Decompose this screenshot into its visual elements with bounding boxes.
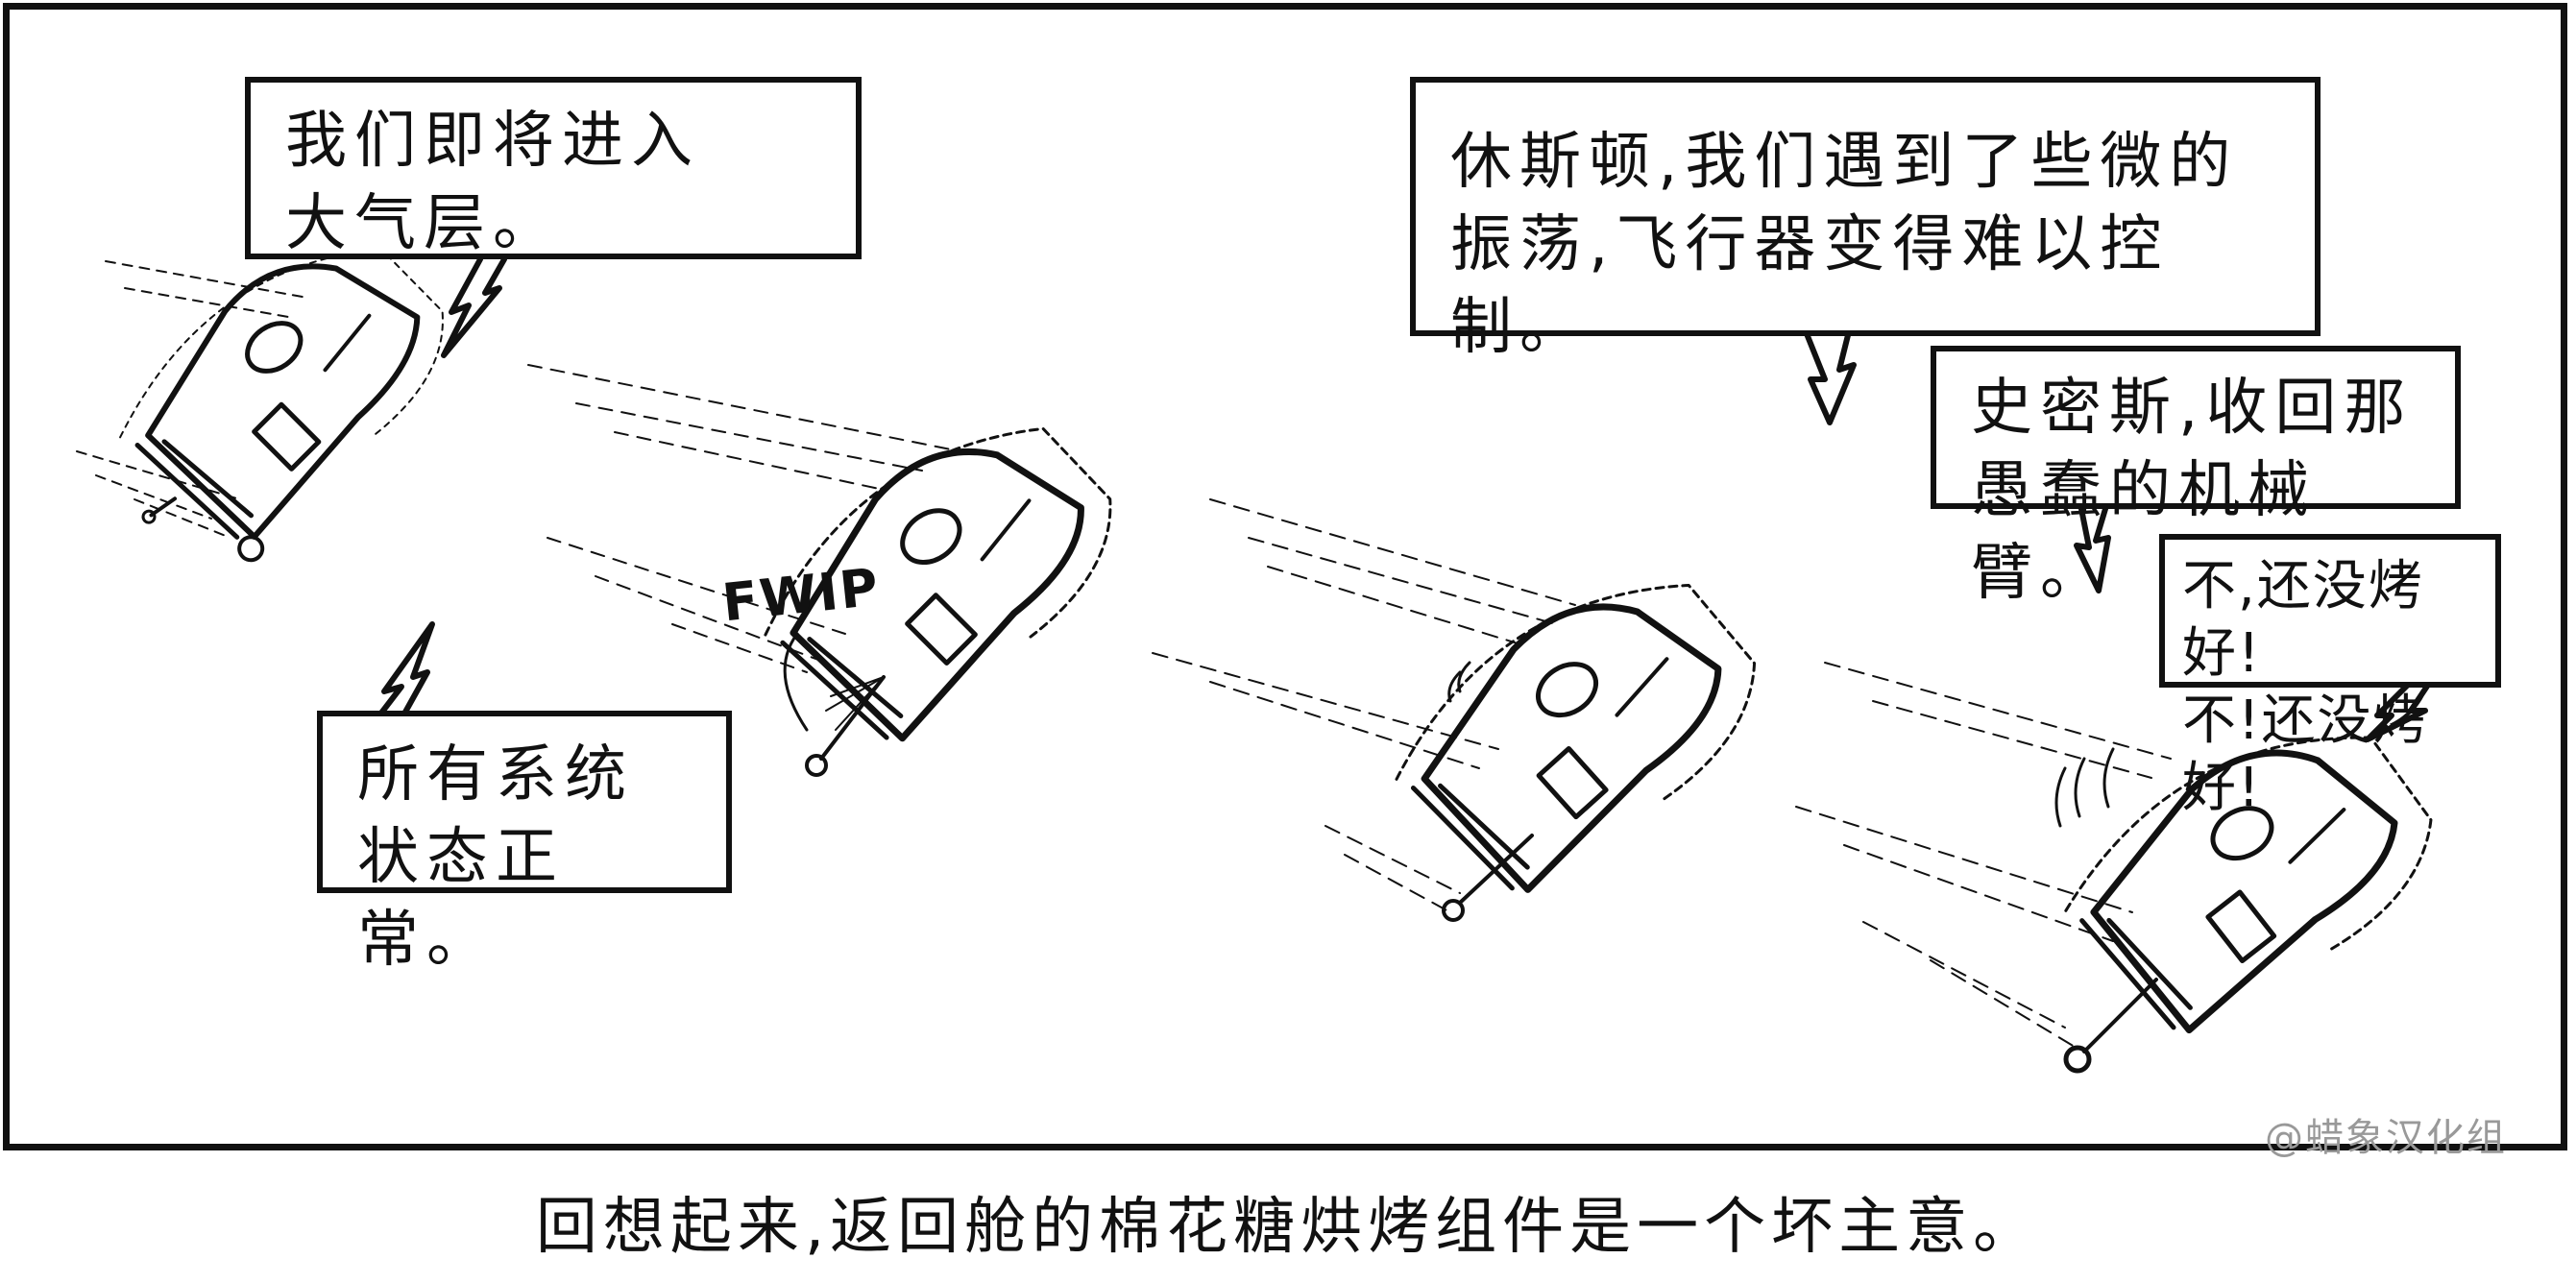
speech-bubble-entering-atmosphere: 我们即将进入 大气层。 bbox=[245, 77, 862, 259]
speed-lines-4 bbox=[1795, 662, 2172, 1048]
speed-lines-1 bbox=[76, 260, 308, 539]
capsule-icon-4 bbox=[2064, 736, 2433, 1034]
speech-bubble-not-toasted-yet: 不,还没烤好! 不!还没烤好! bbox=[2159, 534, 2501, 819]
speech-bubble-houston-vibration: 休斯顿,我们遇到了些微的 振荡,飞行器变得难以控制。 bbox=[1410, 77, 2321, 363]
marshmallow-arm-3 bbox=[1442, 661, 1534, 922]
speed-lines-3 bbox=[1152, 498, 1576, 913]
capsule-icon-2 bbox=[764, 426, 1112, 742]
speech-bubble-all-systems-normal: 所有系统 状态正常。 bbox=[317, 711, 732, 976]
marshmallow-arm-2 bbox=[783, 632, 886, 777]
comic-caption: 回想起来,返回舱的棉花糖烘烤组件是一个坏主意。 bbox=[535, 1192, 2041, 1263]
bubble-tails bbox=[377, 256, 2433, 742]
speech-bubble-smith-retract-arm: 史密斯,收回那 愚蠢的机械臂。 bbox=[1931, 346, 2461, 609]
capsule-icon-3 bbox=[1395, 583, 1757, 893]
watermark: @蜡象汉化组 bbox=[2265, 1116, 2507, 1160]
marshmallow-arm-4 bbox=[2054, 747, 2158, 1074]
